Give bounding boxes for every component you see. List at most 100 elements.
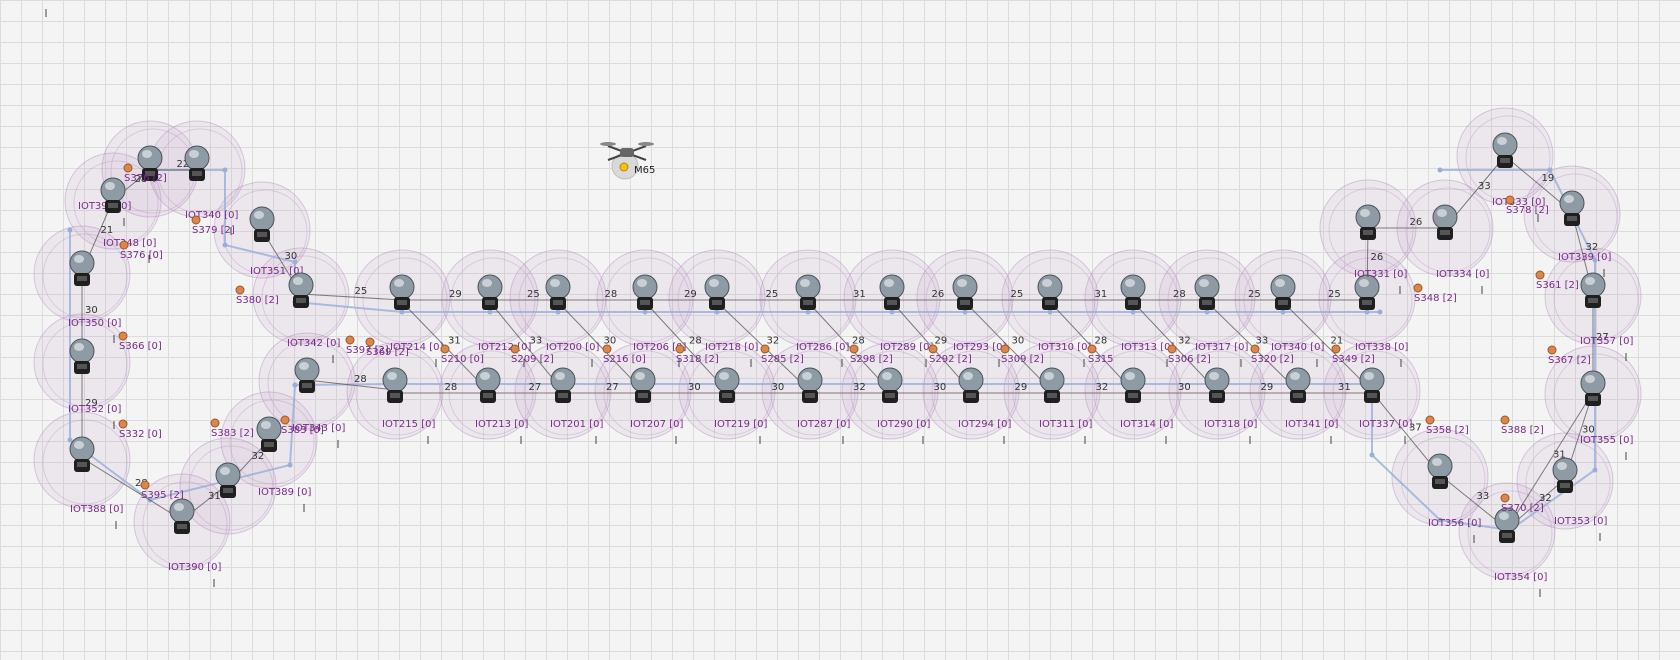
iot-node[interactable]: IOT388 [0] xyxy=(69,436,123,529)
sensor[interactable]: S320 [2] xyxy=(1250,344,1294,365)
sensor[interactable]: S395 [2] xyxy=(140,480,184,501)
iot-node[interactable]: IOT206 [0] xyxy=(632,274,686,367)
link: 27 xyxy=(563,382,643,394)
iot-node[interactable]: IOT317 [0] xyxy=(1194,274,1248,367)
sensor[interactable]: S348 [2] xyxy=(1413,283,1457,304)
bus-dot xyxy=(399,309,405,315)
iot-node[interactable]: IOT293 [0] xyxy=(952,274,1006,367)
lightbulb-icon xyxy=(877,367,903,403)
sensor[interactable]: S378 [2] xyxy=(1505,195,1549,216)
link: 25 xyxy=(717,289,808,301)
iot-node[interactable]: IOT333 [0] xyxy=(1492,132,1545,222)
lightbulb-icon xyxy=(137,145,163,181)
sensor[interactable]: S376 [2] xyxy=(123,163,167,184)
sensor[interactable]: S210 [0] xyxy=(440,344,484,365)
iot-node[interactable]: IOT313 [0] xyxy=(1120,274,1174,367)
iot-node[interactable]: IOT339 [0] xyxy=(1558,190,1611,277)
sensor-dot-icon xyxy=(123,163,133,173)
iot-node[interactable]: IOT354 [0] xyxy=(1494,507,1547,597)
iot-node[interactable]: IOT215 [0] xyxy=(382,367,435,444)
sensor[interactable]: S285 [2] xyxy=(760,344,804,365)
sensor-dot-icon xyxy=(510,344,520,354)
sensor-dot-icon xyxy=(119,240,129,250)
iot-node[interactable]: IOT287 [0] xyxy=(797,367,850,444)
iot-node[interactable]: IOT213 [0] xyxy=(475,367,528,444)
iot-node[interactable]: IOT340 [0] xyxy=(184,145,238,235)
range-circle xyxy=(229,399,315,485)
drone[interactable]: M65 xyxy=(600,142,655,180)
iot-node[interactable]: IOT353 [0] xyxy=(1552,457,1607,541)
iot-node[interactable]: IOT219 [0] xyxy=(714,367,767,444)
iot-node[interactable]: IOT340 [0] xyxy=(1270,274,1324,367)
iot-node[interactable]: IOT200 [0] xyxy=(545,274,599,367)
node-label: IOT200 [0] xyxy=(546,342,599,353)
iot-node[interactable]: IOT352 [0] xyxy=(68,338,121,429)
iot-node[interactable]: IOT341 [0] xyxy=(1285,367,1338,444)
sensor[interactable]: S380 [2] xyxy=(235,285,279,306)
sensor[interactable]: S376 [0] xyxy=(119,240,163,261)
link-label: 28 xyxy=(852,336,865,347)
sensor[interactable]: S306 [2] xyxy=(1167,344,1211,365)
sensor[interactable]: S332 [0] xyxy=(118,419,162,440)
iot-node[interactable]: IOT207 [0] xyxy=(630,367,683,444)
sensor[interactable]: S216 [0] xyxy=(602,344,646,365)
sensor[interactable]: S379 [2] xyxy=(191,215,235,236)
iot-node[interactable] xyxy=(45,9,282,452)
iot-node[interactable]: IOT286 [0] xyxy=(795,274,849,367)
link-label: 29 xyxy=(449,289,462,300)
sensor[interactable]: S388 [2] xyxy=(1500,415,1544,436)
sensor[interactable]: S298 [2] xyxy=(849,344,893,365)
iot-node[interactable]: IOT314 [0] xyxy=(1120,367,1173,444)
iot-node[interactable]: IOT214 [0] xyxy=(389,274,443,367)
iot-node[interactable]: IOT357 [0] xyxy=(1580,272,1633,361)
sensor[interactable]: S292 [2] xyxy=(928,344,972,365)
sensor[interactable]: S358 [2] xyxy=(1425,415,1469,436)
iot-node[interactable]: IOT348 [0] xyxy=(100,177,156,263)
sensor[interactable]: S349 [2] xyxy=(1331,344,1375,365)
link-label: 28 xyxy=(135,174,148,185)
sensor[interactable]: S315 xyxy=(1087,344,1113,365)
iot-node[interactable]: IOT331 [0] xyxy=(1354,204,1407,294)
iot-node[interactable]: IOT310 [0] xyxy=(1037,274,1091,367)
iot-node[interactable]: IOT212 [0] xyxy=(477,274,531,367)
sensor[interactable]: S361 [2] xyxy=(1535,270,1579,291)
iot-node[interactable]: IOT355 [0] xyxy=(1580,370,1633,460)
drone-icon[interactable] xyxy=(600,142,654,180)
iot-node[interactable]: IOT337 [0] xyxy=(1359,367,1412,444)
sensor[interactable]: S383 [0] xyxy=(280,415,324,436)
sensor[interactable]: S397 [2] xyxy=(345,335,389,356)
link-line xyxy=(489,301,564,392)
iot-node[interactable]: IOT334 [0] xyxy=(1432,204,1489,294)
iot-node[interactable]: IOT311 [0] xyxy=(1039,367,1092,444)
iot-node[interactable]: IOT338 [0] xyxy=(1354,274,1408,367)
iot-node[interactable]: IOT289 [0] xyxy=(879,274,933,367)
sensor[interactable]: S209 [2] xyxy=(510,344,554,365)
iot-node[interactable]: IOT351 [0] xyxy=(249,206,303,291)
node-label: IOT355 [0] xyxy=(1580,435,1633,446)
iot-node[interactable]: IOT356 [0] xyxy=(1427,453,1481,543)
iot-node[interactable]: IOT294 [0] xyxy=(958,367,1011,444)
sensor[interactable]: S383 [2] xyxy=(210,418,254,439)
lightbulb-icon xyxy=(69,338,95,374)
iot-node[interactable]: IOT392 [0] xyxy=(78,145,163,226)
iot-node[interactable]: IOT218 [0] xyxy=(704,274,758,367)
sensor[interactable]: S370 [2] xyxy=(1500,493,1544,514)
link: 25 xyxy=(965,289,1050,301)
iot-node[interactable]: IOT389 [0] xyxy=(215,462,311,512)
iot-node[interactable]: IOT342 [0] xyxy=(287,272,340,363)
iot-node[interactable]: IOT350 [0] xyxy=(68,250,121,343)
sensor[interactable]: S318 [2] xyxy=(675,344,719,365)
lightbulb-icon xyxy=(714,367,740,403)
sensor[interactable]: S366 [0] xyxy=(118,331,162,352)
iot-node[interactable]: IOT318 [0] xyxy=(1204,367,1257,444)
bus-dot xyxy=(805,309,811,315)
iot-node[interactable]: IOT343 [0] xyxy=(292,357,345,448)
sensor[interactable]: S369 [2] xyxy=(365,337,409,358)
lightbulb-icon xyxy=(1354,274,1380,310)
sensor[interactable]: S309 [2] xyxy=(1000,344,1044,365)
iot-node[interactable]: IOT390 [0] xyxy=(168,498,221,587)
sensor-dot-icon xyxy=(118,331,128,341)
iot-node[interactable]: IOT201 [0] xyxy=(550,367,603,444)
sensor[interactable]: S367 [2] xyxy=(1547,345,1591,366)
iot-node[interactable]: IOT290 [0] xyxy=(877,367,930,444)
